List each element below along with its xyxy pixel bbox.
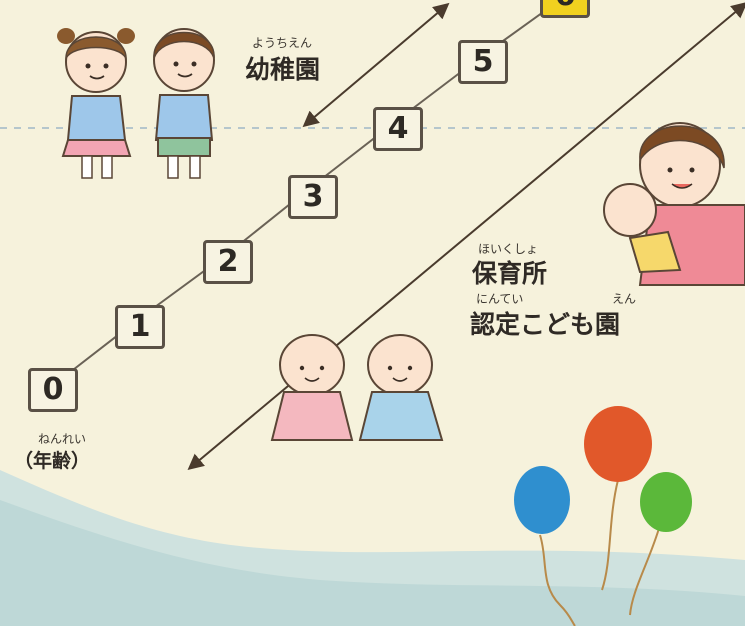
age-step-6: 6 [540,0,590,18]
balloons-illustration [514,406,692,626]
nursery-ruby: ほいくしょ [478,242,539,256]
balloon-blue [514,466,570,534]
mother-baby-illustration [603,122,745,286]
kindergarten-label: 幼稚園 [245,55,321,84]
certified-label: 認定こども園 [470,310,621,339]
nursery-label: 保育所 [472,259,548,288]
babies-illustration [270,334,444,441]
age-step-2: 2 [203,240,253,284]
age-axis-ruby: ねんれい [38,432,87,446]
nursery-range-arrow [187,1,745,471]
balloon-green [640,472,692,532]
kindergarten-ruby: ようちえん [252,36,313,50]
age-step-0: 0 [28,368,78,412]
kindergarten-children-illustration [57,28,215,179]
balloon-orange [584,406,652,482]
age-step-3: 3 [288,175,338,219]
age-axis-label: （年齢） [14,450,91,472]
age-step-1: 1 [115,305,165,349]
age-step-4: 4 [373,107,423,151]
certified-ruby-b: えん [612,292,637,306]
age-step-5: 5 [458,40,508,84]
certified-ruby-a: にんてい [476,292,524,306]
